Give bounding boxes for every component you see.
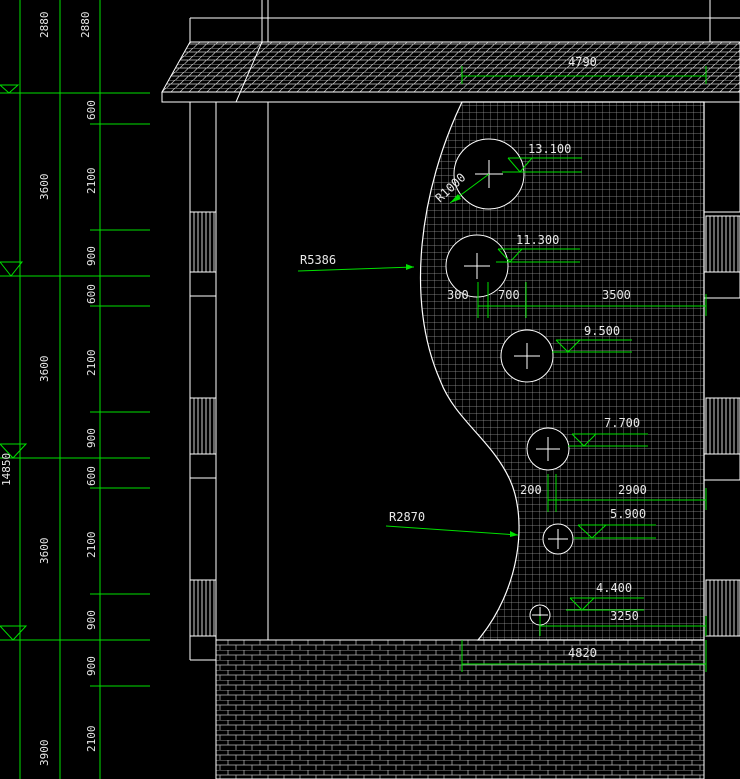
outer-dim-3: 3600: [38, 174, 51, 201]
level-marker-3: [0, 443, 28, 459]
right-balcony-2: [705, 397, 740, 455]
outer-dim-6: 3900: [38, 740, 51, 767]
curved-grid-wall: [419, 101, 705, 641]
elevation-11300: 11.300: [516, 233, 559, 247]
row1-dim-3500: 3500: [602, 288, 631, 302]
left-balcony-2: [189, 397, 217, 455]
outer-dim-4: 3600: [38, 356, 51, 383]
inner-dim-8: 2100: [85, 532, 98, 559]
left-balcony-3: [189, 579, 217, 637]
elevation-4400: 4.400: [596, 581, 632, 595]
outer-dim-2: 2880: [79, 12, 92, 39]
right-balcony-3: [705, 579, 740, 637]
elevation-13100: 13.100: [528, 142, 571, 156]
outer-dim-5: 3600: [38, 538, 51, 565]
elevation-9500: 9.500: [584, 324, 620, 338]
inner-dim-9: 900: [85, 610, 98, 630]
outer-dim-1: 2880: [38, 12, 51, 39]
row1-dim-700: 700: [498, 288, 520, 302]
level-marker-1: [0, 84, 20, 94]
brick-base: [215, 639, 705, 779]
row1-dim-300: 300: [447, 288, 469, 302]
building-outline: [161, 0, 740, 779]
top-dim-4790: 4790: [568, 55, 597, 69]
roof-tiles: [161, 41, 740, 93]
right-balcony-1: [705, 215, 740, 273]
inner-dim-4: 600: [85, 284, 98, 304]
inner-dim-7: 600: [85, 466, 98, 486]
left-dimension-chain: 2880 2880 3600 3600 3600 3900 14850 600 …: [0, 0, 150, 779]
inner-dim-10: 900: [85, 656, 98, 676]
elevation-7700: 7.700: [604, 416, 640, 430]
inner-dim-5: 2100: [85, 350, 98, 377]
inner-dim-2: 2100: [85, 168, 98, 195]
row3-dim-3250: 3250: [610, 609, 639, 623]
level-marker-2: [0, 261, 24, 277]
inner-dim-1: 600: [85, 100, 98, 120]
bottom-dim-4820: 4820: [568, 646, 597, 660]
radius-r5386: R5386: [300, 253, 336, 267]
row2-dim-200: 200: [520, 483, 542, 497]
row2-dim-2900: 2900: [618, 483, 647, 497]
level-marker-4: [0, 625, 28, 641]
inner-dim-3: 900: [85, 246, 98, 266]
total-height-dim: 14850: [0, 453, 13, 486]
inner-dim-11: 2100: [85, 726, 98, 753]
radius-r2870: R2870: [389, 510, 425, 524]
inner-dim-6: 900: [85, 428, 98, 448]
elevation-5900: 5.900: [610, 507, 646, 521]
left-balcony-1: [189, 211, 217, 273]
roof-fascia: [161, 91, 740, 103]
